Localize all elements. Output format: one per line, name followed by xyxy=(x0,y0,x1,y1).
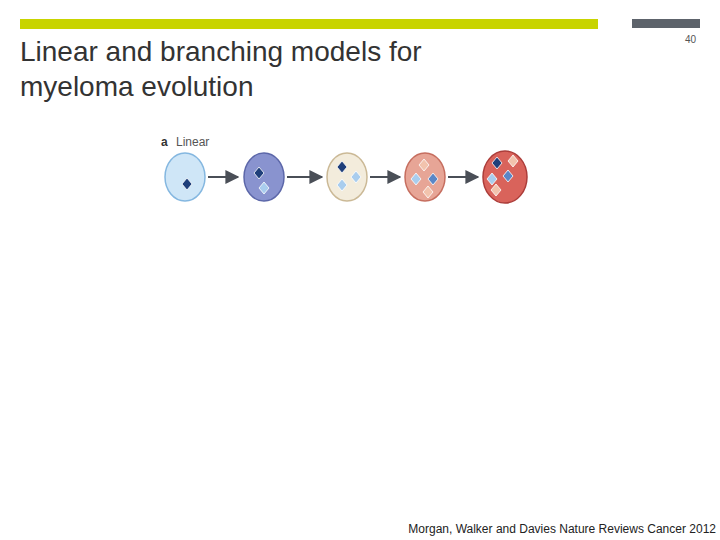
arrow xyxy=(370,176,400,178)
cell xyxy=(327,153,367,201)
arrow xyxy=(208,176,238,178)
linear-model-illustration xyxy=(165,151,527,203)
cell xyxy=(483,151,527,203)
source-caption: Morgan, Walker and Davies Nature Reviews… xyxy=(408,522,716,536)
cell xyxy=(405,153,445,201)
slide-title: Linear and branching models for myeloma … xyxy=(20,34,540,104)
page-bar xyxy=(632,19,700,28)
panel-title: Linear xyxy=(176,135,209,149)
cell xyxy=(165,153,205,201)
cell xyxy=(244,153,284,201)
panel-letter: a xyxy=(161,135,168,149)
page-number: 40 xyxy=(685,34,696,45)
arrow xyxy=(287,176,322,178)
mutation-diamonds xyxy=(182,155,518,198)
arrow xyxy=(448,176,478,178)
accent-bar xyxy=(20,19,598,29)
